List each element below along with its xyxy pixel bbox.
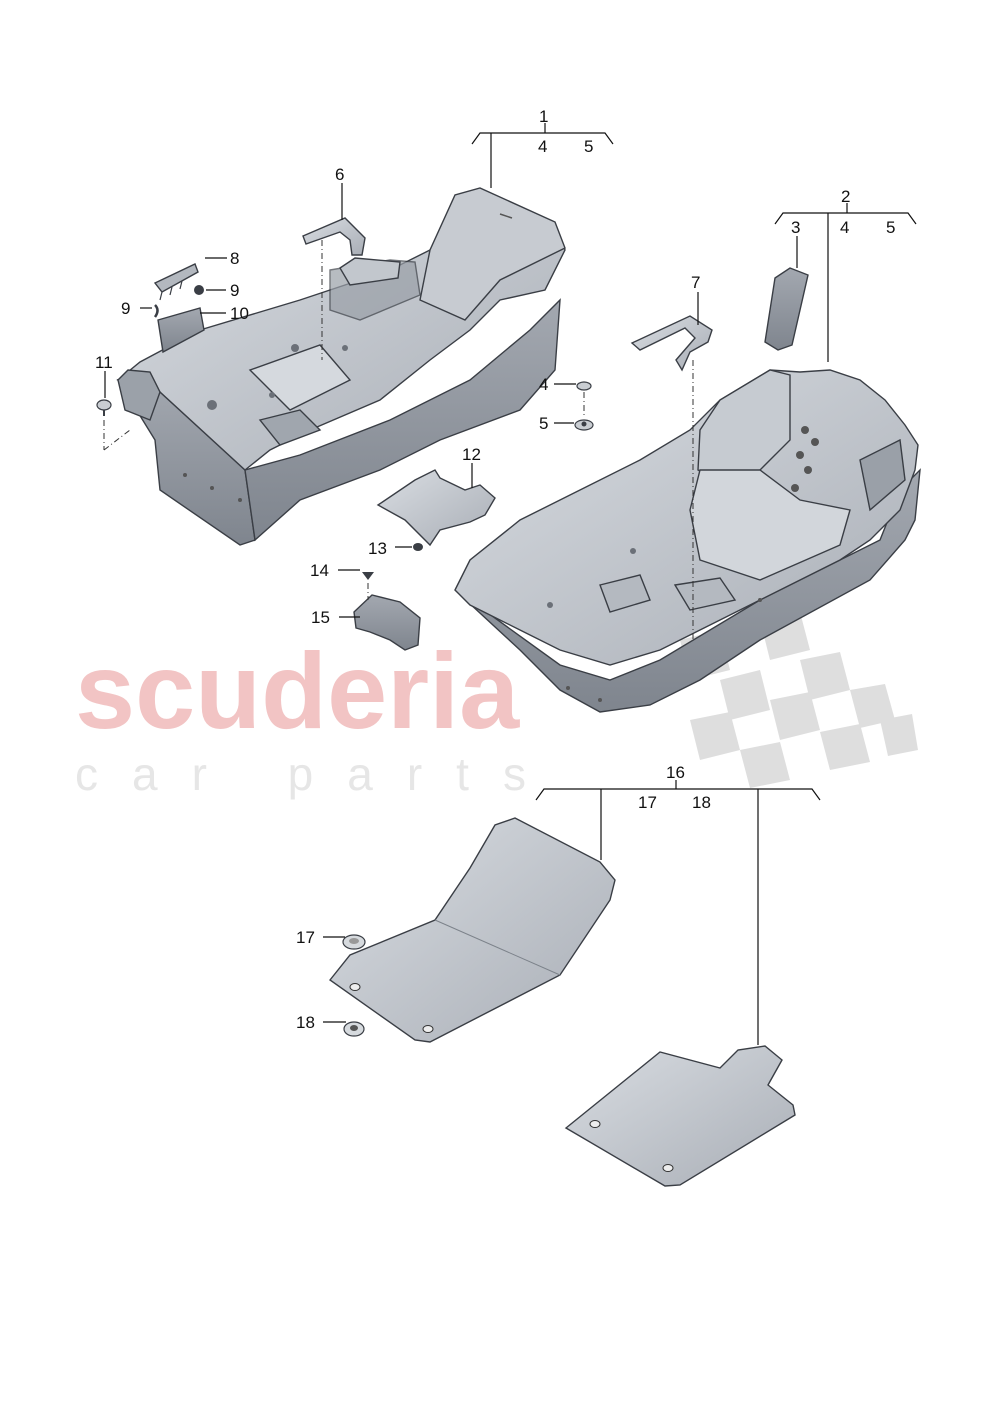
callout-2-4: 4 [840,218,849,237]
part-7-retaining-bracket [630,315,713,372]
callout-8: 8 [230,249,239,268]
floor-mat-rear [564,1045,796,1187]
watermark-brand: scuderia [75,630,520,751]
callout-1-4: 4 [538,137,547,156]
callout-1-5: 5 [584,137,593,156]
part-17-retainer [342,934,366,950]
callout-9b: 9 [121,299,130,318]
callout-16-18: 18 [692,793,711,812]
part-15-holder [353,594,421,651]
callout-1: 1 [539,107,548,126]
callout-9a: 9 [230,281,239,300]
part-8-trim-clip [153,263,199,301]
leader-lines [103,123,917,1045]
callout-2-5: 5 [886,218,895,237]
callout-5: 5 [539,414,548,433]
part-10-cover-plate [157,307,205,354]
watermark-tagline: car parts [75,748,560,800]
callout-18: 18 [296,1013,315,1032]
part-13-plug [413,543,423,551]
floor-carpet-right [454,369,921,713]
part-18-retainer [343,1021,365,1037]
callout-16-17: 17 [638,793,657,812]
part-12-heat-shield [376,469,496,547]
callout-2-3: 3 [791,218,800,237]
floor-mat-front [328,817,616,1043]
callout-labels: 1 4 5 2 3 4 5 6 7 8 9 9 10 11 4 5 12 13 … [95,107,895,1032]
part-4-fastener [576,381,592,391]
part-6-retaining-bracket [302,217,366,256]
callout-10: 10 [230,304,249,323]
callout-16: 16 [666,763,685,782]
callout-13: 13 [368,539,387,558]
part-11-fastener [96,399,112,416]
floor-carpet-left [116,187,566,546]
checkered-flag-icon [680,612,918,788]
callout-17: 17 [296,928,315,947]
part-14-screw [362,572,374,580]
callout-15: 15 [311,608,330,627]
callout-14: 14 [310,561,329,580]
callout-11: 11 [95,353,113,372]
part-3-heel-pad [764,267,809,351]
watermark: scuderia car parts [75,612,918,800]
callout-4: 4 [539,375,548,394]
callout-7: 7 [691,273,700,292]
callout-2: 2 [841,187,850,206]
part-5-fastener [574,419,594,431]
part-9-clip-a [194,285,204,295]
callout-6: 6 [335,165,344,184]
callout-12: 12 [462,445,481,464]
part-9-clip-b [153,304,159,318]
